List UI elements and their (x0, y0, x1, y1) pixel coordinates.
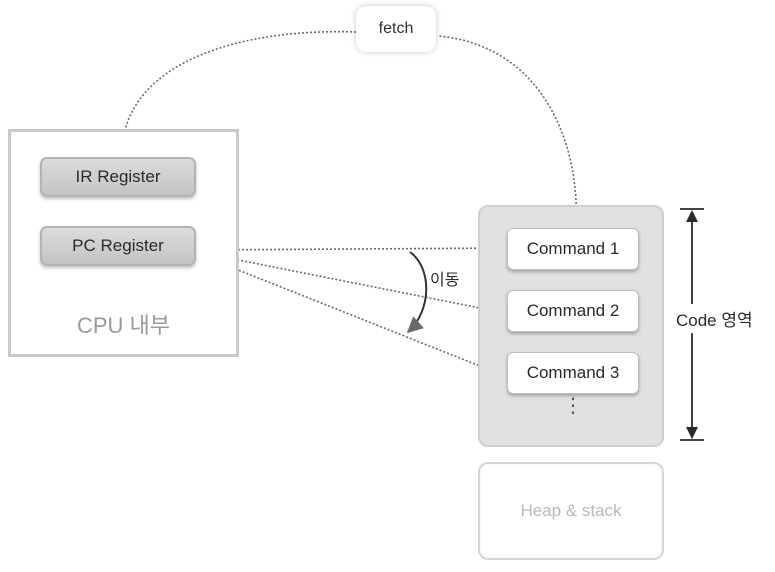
pc-register: PC Register (40, 226, 196, 266)
code-range-bottom-arrowhead (686, 427, 698, 439)
move-label: 이동 (430, 272, 460, 289)
code-area-label: Code 영역 (676, 304, 775, 333)
pc-to-command-2-arrow (197, 251, 507, 318)
code-range-top-arrowhead (686, 210, 698, 222)
move-curve-arrow (406, 251, 428, 334)
ir-register: IR Register (40, 157, 196, 197)
fetch-to-ir-curve (116, 30, 357, 150)
cpu-label: CPU 내부 (76, 313, 171, 338)
command-3-box: Command 3 (507, 352, 639, 394)
command-2-box: Command 2 (507, 290, 639, 332)
fetch-return-curve (437, 35, 578, 225)
pc-to-command-1-arrow (197, 241, 507, 255)
command-1-box: Command 1 (507, 228, 639, 270)
pc-to-command-3-arrow (197, 253, 507, 378)
heap-stack-area: Heap & stack (478, 462, 664, 560)
fetch-bubble: fetch (356, 6, 436, 52)
more-commands-ellipsis: ⋮ (563, 395, 583, 417)
